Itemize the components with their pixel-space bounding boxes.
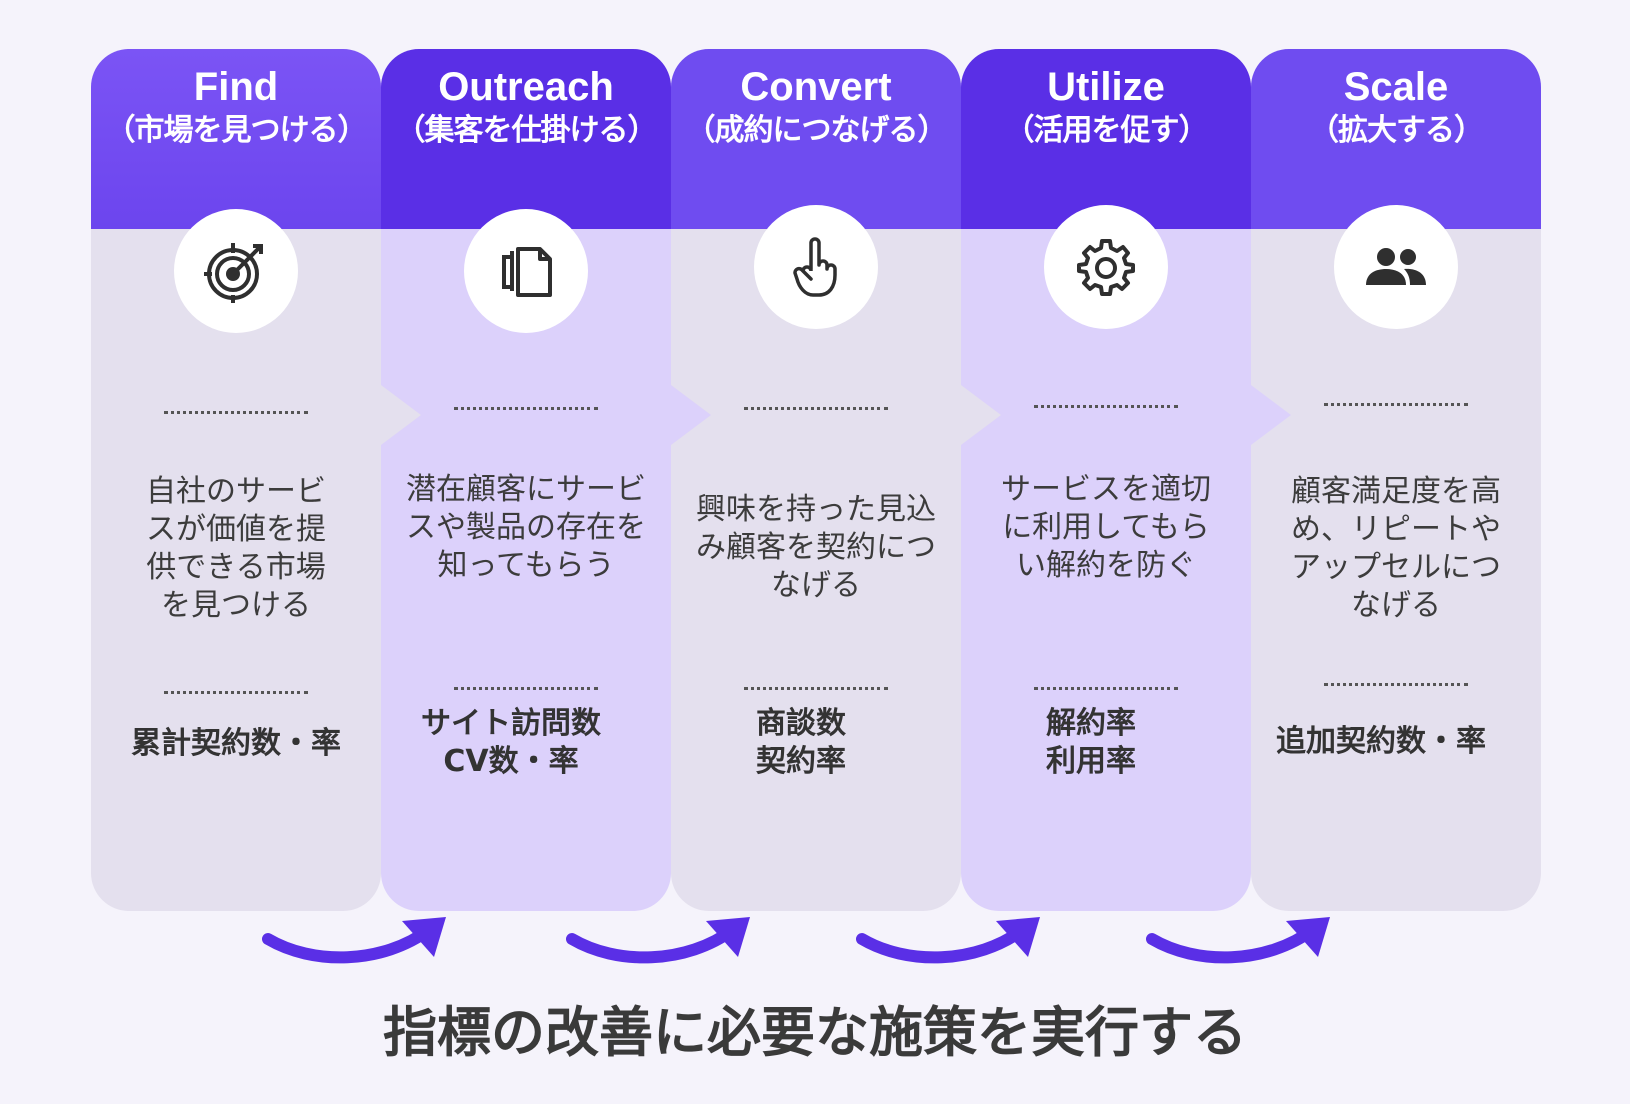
metric-line: 累計契約数・率	[131, 726, 341, 761]
stage-metrics: 追加契約数・率	[1221, 723, 1541, 761]
stage-description: 潜在顧客にサービ スや製品の存在を 知ってもらう	[401, 471, 651, 585]
stage-subtitle: （活用を促す）	[1004, 113, 1209, 148]
flow-notch	[961, 385, 1001, 445]
stage-title: Scale	[1343, 65, 1449, 109]
description-line: 供できる市場	[146, 550, 326, 585]
description-line: め、リピートや	[1291, 512, 1501, 547]
description-line: 潜在顧客にサービ	[406, 472, 646, 507]
stage-header: Utilize （活用を促す）	[961, 49, 1251, 229]
stage-title: Outreach	[438, 65, 614, 109]
stage-header: Scale （拡大する）	[1251, 49, 1541, 229]
description-line: 知ってもらう	[437, 548, 615, 583]
description-line: を見つける	[161, 588, 311, 623]
footer-caption: 指標の改善に必要な施策を実行する	[383, 1001, 1247, 1064]
stage-subtitle: （成約につなげる）	[685, 113, 948, 148]
description-line: 興味を持った見込	[696, 492, 936, 527]
description-line: い解約を防ぐ	[1016, 548, 1196, 583]
dotted-divider	[744, 407, 888, 410]
description-line: に利用してもら	[1002, 510, 1210, 545]
stage-metrics: 解約率 利用率	[931, 705, 1251, 781]
stage-description: 顧客満足度を高 め、リピートや アップセルにつ なげる	[1271, 473, 1521, 625]
flow-notch	[671, 385, 711, 445]
stage-convert: Convert （成約につなげる） 興味を持った見込 み顧客を契約につ なげる …	[671, 49, 961, 911]
metric-line: 契約率	[756, 744, 846, 779]
stage-title: Convert	[740, 65, 892, 109]
stage-description: 自社のサービ スが価値を提 供できる市場 を見つける	[111, 473, 361, 625]
gear-icon	[1077, 239, 1135, 296]
target-icon	[204, 243, 263, 303]
description-line: アップセルにつ	[1291, 550, 1501, 585]
dotted-divider	[164, 411, 308, 414]
metric-line: サイト訪問数	[421, 706, 601, 741]
stage-header: Convert （成約につなげる）	[671, 49, 961, 229]
icon-circle	[174, 209, 298, 333]
documents-icon	[502, 247, 552, 297]
dotted-divider	[1034, 405, 1178, 408]
dotted-divider	[744, 687, 888, 690]
dotted-divider	[454, 687, 598, 690]
curved-arrow-icon	[566, 917, 750, 964]
description-line: 自社のサービ	[146, 474, 326, 509]
stage-subtitle: （拡大する）	[1309, 113, 1484, 148]
description-line: サービスを適切	[1001, 472, 1211, 507]
stage-metrics: 商談数 契約率	[641, 705, 961, 781]
stage-subtitle: （集客を仕掛ける）	[395, 113, 658, 148]
stage-outreach: Outreach （集客を仕掛ける） 潜在顧客にサービ スや製品の存在を 知って…	[381, 49, 671, 911]
curved-arrow-icon	[856, 917, 1040, 964]
icon-circle	[754, 205, 878, 329]
dotted-divider	[454, 407, 598, 410]
dotted-divider	[1034, 687, 1178, 690]
description-line: スが価値を提	[146, 512, 326, 547]
stage-scale: Scale （拡大する） 顧客満足度を高 め、リピートや アップセルにつ なげる…	[1251, 49, 1541, 911]
icon-circle	[1334, 205, 1458, 329]
stage-title: Utilize	[1047, 65, 1165, 109]
metric-line: CV数・率	[443, 744, 579, 779]
description-line: スや製品の存在を	[406, 510, 646, 545]
description-line: なげる	[771, 568, 861, 603]
dotted-divider	[164, 691, 308, 694]
metric-line: 解約率	[1046, 706, 1136, 741]
description-line: なげる	[1351, 588, 1441, 623]
curved-arrow-icon	[1146, 917, 1330, 964]
metric-line: 利用率	[1046, 744, 1136, 779]
description-line: 顧客満足度を高	[1291, 474, 1501, 509]
pointing-hand-icon	[793, 237, 837, 297]
metric-line: 追加契約数・率	[1276, 724, 1486, 759]
stage-flow: Find （市場を見つける） 自社のサービ スが価値を提 供できる市場 を見つけ…	[91, 49, 1541, 911]
stage-metrics: 累計契約数・率	[91, 725, 381, 763]
stage-description: サービスを適切 に利用してもら い解約を防ぐ	[981, 471, 1231, 585]
stage-title: Find	[193, 65, 279, 109]
stage-find: Find （市場を見つける） 自社のサービ スが価値を提 供できる市場 を見つけ…	[91, 49, 381, 911]
dotted-divider	[1324, 403, 1468, 406]
stage-header: Outreach （集客を仕掛ける）	[381, 49, 671, 229]
stage-utilize: Utilize （活用を促す） サービスを適切 に利用してもら い解約を防ぐ 解…	[961, 49, 1251, 911]
metric-line: 商談数	[756, 706, 846, 741]
flow-notch	[381, 385, 421, 445]
curved-arrow-icon	[262, 917, 446, 964]
dotted-divider	[1324, 683, 1468, 686]
stage-metrics: サイト訪問数 CV数・率	[351, 705, 671, 781]
flow-notch	[1251, 385, 1291, 445]
description-line: み顧客を契約につ	[696, 530, 936, 565]
icon-circle	[464, 209, 588, 333]
stage-description: 興味を持った見込 み顧客を契約につ なげる	[681, 491, 951, 605]
icon-circle	[1044, 205, 1168, 329]
people-icon	[1366, 248, 1426, 285]
stage-subtitle: （市場を見つける）	[105, 113, 368, 148]
stage-header: Find （市場を見つける）	[91, 49, 381, 229]
